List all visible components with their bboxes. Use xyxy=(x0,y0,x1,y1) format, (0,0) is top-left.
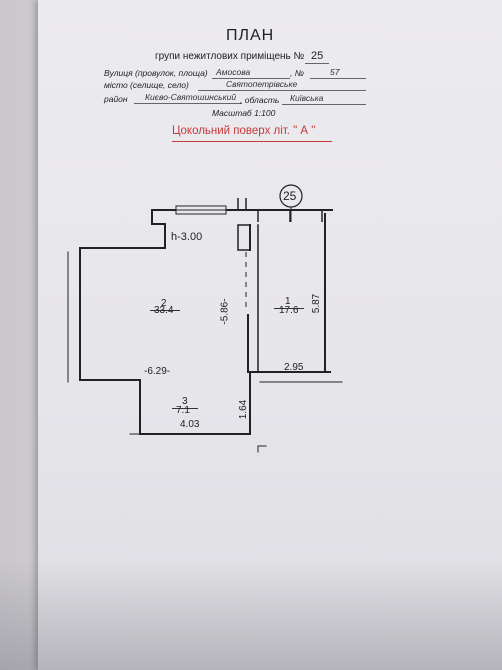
dimension-room3-depth: 1.64 xyxy=(238,399,250,420)
district-label: район xyxy=(104,94,128,104)
partition-wall xyxy=(237,224,251,251)
dimension-room1-depth: 5.87 xyxy=(311,293,323,314)
region-value: Київська xyxy=(290,93,324,103)
street-label: Вулиця (провулок, площа) xyxy=(104,68,208,78)
document-title: ПЛАН xyxy=(226,27,275,44)
dimension-room2-width: -6.29- xyxy=(144,366,171,377)
room-3-area: 7.1 xyxy=(176,405,190,416)
city-label: місто (селище, село) xyxy=(104,80,189,90)
region-underline xyxy=(282,104,366,105)
scale-label: Масштаб 1:100 xyxy=(212,108,276,118)
document-page xyxy=(38,0,502,670)
door-stubs xyxy=(237,198,323,222)
group-number-underline xyxy=(305,63,329,64)
dimension-room1-width: 2.95 xyxy=(284,362,304,373)
ceiling-height: h-3.00 xyxy=(171,231,203,243)
street-underline xyxy=(212,78,290,79)
room-2-number: 2 xyxy=(161,298,167,309)
house-underline xyxy=(310,78,366,79)
dimension-room3-width: 4.03 xyxy=(180,419,200,430)
room-1-fraction-bar xyxy=(274,308,304,309)
floor-title: Цокольний поверх літ. " А " xyxy=(172,125,316,137)
window-top xyxy=(175,205,227,215)
room-1-area: 17.6 xyxy=(279,305,299,316)
room-2-fraction-bar xyxy=(150,310,180,311)
unit-badge-number: 25 xyxy=(283,189,297,203)
district-underline xyxy=(134,103,242,104)
room-3-fraction-bar xyxy=(172,408,198,409)
street-value: Амосова xyxy=(216,67,251,77)
floor-title-underline xyxy=(172,141,332,142)
room-1-number: 1 xyxy=(285,296,291,307)
house-value: 57 xyxy=(330,67,340,77)
subtitle-label: групи нежитлових приміщень № xyxy=(155,51,305,62)
room-3-number: 3 xyxy=(182,396,188,407)
city-value: Святопетрівське xyxy=(226,79,298,89)
house-label: , № xyxy=(290,68,304,78)
city-underline xyxy=(198,90,366,91)
dimension-room2-depth: -5.86- xyxy=(219,298,231,325)
region-label: , область xyxy=(240,95,280,105)
room-2-area: 33.4 xyxy=(154,305,174,316)
district-value: Києво-Святошинський xyxy=(145,92,237,102)
outer-wall xyxy=(151,223,166,249)
group-number: 25 xyxy=(311,50,324,62)
